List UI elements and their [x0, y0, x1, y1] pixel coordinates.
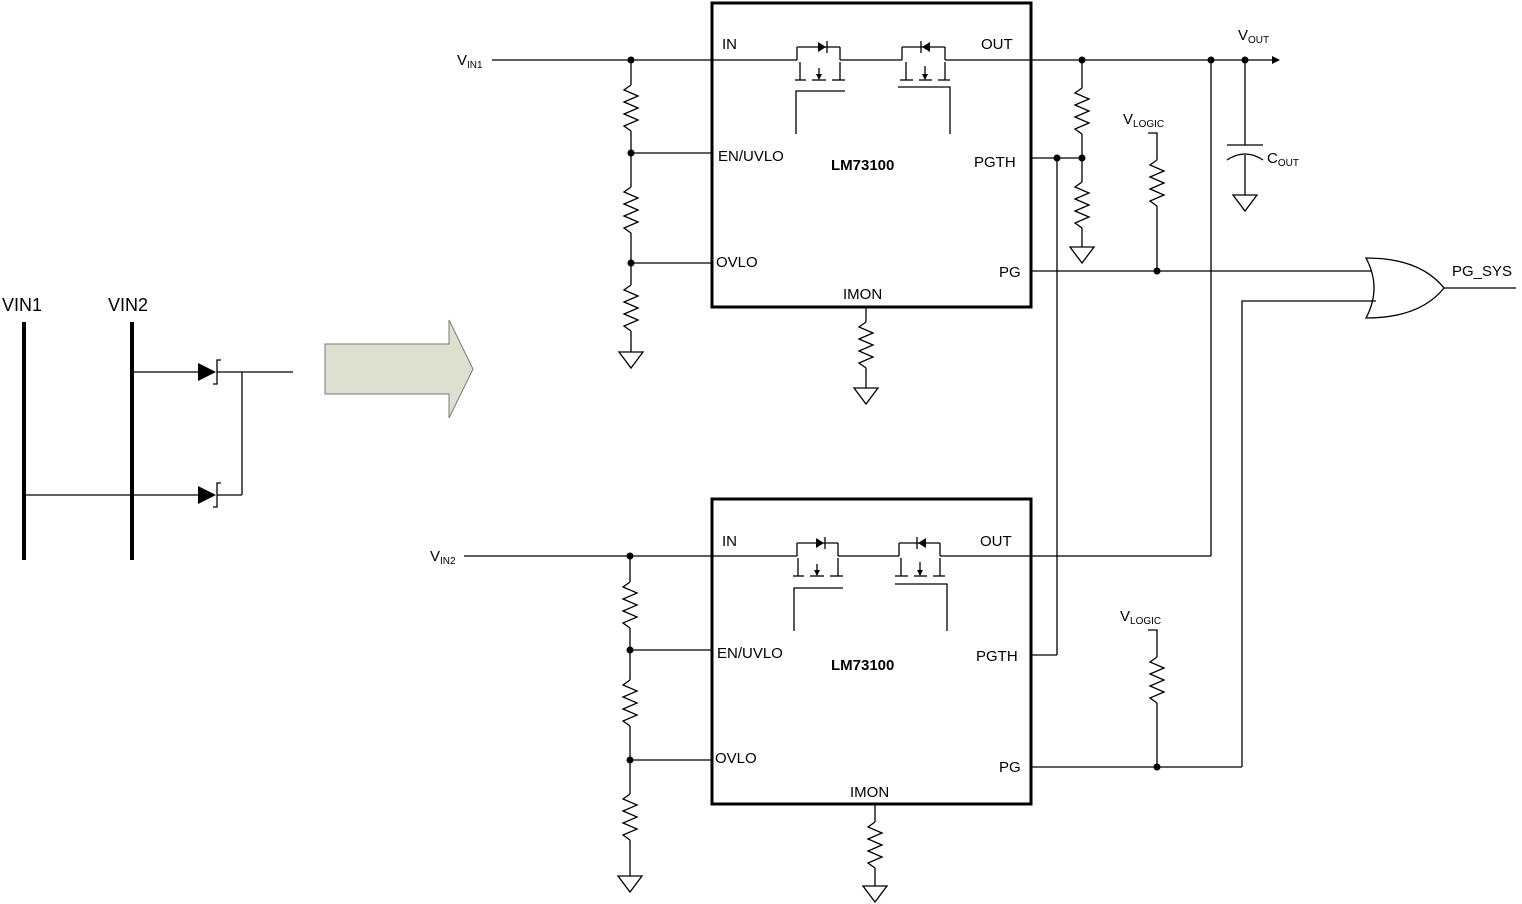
or-gate-icon: [1364, 257, 1445, 319]
upper-pin-in: IN: [722, 36, 737, 53]
upper-pin-pgth: PGTH: [974, 154, 1016, 171]
lower-pin-pg: PG: [999, 759, 1021, 776]
lower-pin-in: IN: [722, 533, 737, 550]
diode-lower-icon: [198, 486, 216, 504]
upper-pin-out: OUT: [981, 36, 1013, 53]
upper-pin-pg: PG: [999, 264, 1021, 281]
upper-imon-resistor: [857, 321, 875, 369]
ground-icon: [861, 885, 889, 904]
lower-chip-name: LM73100: [831, 657, 894, 674]
lower-pin-imon: IMON: [850, 784, 889, 801]
upper-fet-pair-icon: [712, 41, 1031, 134]
vin2-label: VIN2: [430, 548, 456, 567]
lower-pin-ovlo: OVLO: [715, 750, 757, 767]
vin1-rail-label: VIN1: [2, 295, 42, 315]
upper-pin-en-uvlo: EN/UVLO: [718, 148, 784, 165]
upper-pin-imon: IMON: [843, 286, 882, 303]
vin2-rail-label: VIN2: [108, 295, 148, 315]
upper-chip-block: LM73100 IN OUT EN/UVLO OVLO PGTH PG IMON: [457, 1, 1372, 655]
ground-icon: [616, 875, 644, 894]
upper-pin-ovlo: OVLO: [716, 254, 758, 271]
vlogic-upper-label: VLOGIC: [1123, 111, 1164, 130]
vout-label: VOUT: [1238, 27, 1269, 46]
ground-icon: [617, 351, 645, 370]
vlogic-upper-resistor: [1148, 159, 1166, 207]
lower-r3-resistor: [621, 793, 639, 841]
lower-r1-resistor: [621, 581, 639, 629]
upper-r2-resistor: [622, 186, 640, 234]
lower-r2-resistor: [621, 679, 639, 727]
vlogic-lower-label: VLOGIC: [1120, 608, 1161, 627]
diode-or-sketch: VIN1 VIN2: [2, 295, 293, 560]
upper-chip-body: [710, 1, 1033, 309]
lower-pin-en-uvlo: EN/UVLO: [717, 645, 783, 662]
lower-chip-block: LM73100 IN OUT EN/UVLO OVLO PGTH PG IMON: [430, 497, 1242, 904]
lower-imon-resistor: [866, 821, 884, 869]
vout-arrow-icon: [1272, 56, 1280, 64]
cout-label: COUT: [1267, 150, 1299, 169]
lower-fet-pair-icon: [712, 537, 1031, 631]
ground-icon: [1231, 194, 1259, 213]
lower-pin-pgth: PGTH: [976, 648, 1018, 665]
upper-chip-name: LM73100: [831, 157, 894, 174]
vin1-label: VIN1: [457, 52, 483, 71]
ground-icon: [852, 387, 880, 406]
ground-icon: [1068, 246, 1096, 265]
upper-r1-resistor: [622, 84, 640, 132]
pg-sys-label: PG_SYS: [1452, 263, 1512, 280]
pgth-bottom-resistor: [1073, 181, 1091, 229]
lower-pin-out: OUT: [980, 533, 1012, 550]
diode-upper-icon: [198, 363, 216, 381]
lower-chip-body: [710, 497, 1033, 806]
replacement-arrow-icon: [324, 319, 474, 419]
pgth-top-resistor: [1073, 87, 1091, 135]
upper-r3-resistor: [622, 284, 640, 332]
vlogic-lower-resistor: [1148, 656, 1166, 704]
